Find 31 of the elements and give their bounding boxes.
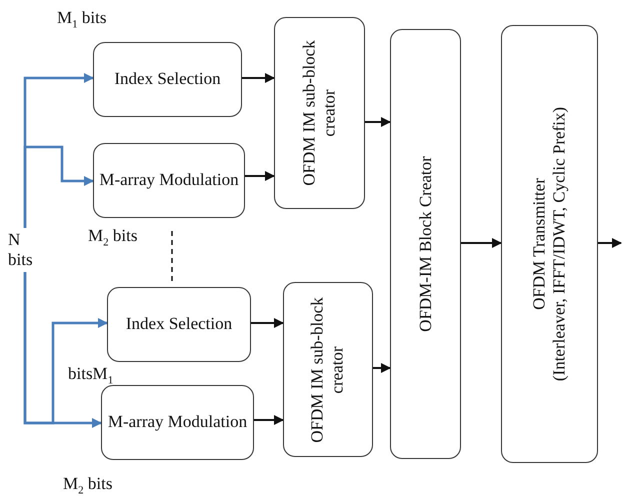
process-box [274,17,365,209]
process-box [93,42,242,117]
node-label: OFDM IM sub-block creator [308,296,348,444]
node-label: Index Selection [126,314,232,335]
process-box [101,385,254,460]
node-label: N bits [8,230,34,270]
arrow [373,363,391,373]
node-label: OFDM Transmitter [529,178,550,310]
node-label: Index Selection [114,69,221,90]
arrow [24,146,94,228]
arrow [598,238,622,248]
node-label: (Interleaver, IFFT/IDWT, Cyclic Prefix) [550,106,570,382]
process-box [107,287,251,362]
arrow [242,73,275,83]
process-box [283,282,373,457]
arrow [245,171,275,181]
node-label: OFDM IM sub-block creator [299,39,340,188]
node-label: M-array Modulation [99,170,239,191]
process-box [390,29,461,459]
bit-label: M$_{2}$ bits [88,226,138,248]
arrow [461,238,502,248]
process-box [93,143,245,218]
bit-label: M$_{1}$ bits [57,8,106,30]
bit-label: bitsM$_{1}$ [68,364,114,386]
arrow [251,318,284,328]
arrow [365,117,391,127]
arrow [254,415,284,425]
process-box [501,25,598,463]
node-label: OFDM-IM Block Creator [415,156,436,332]
node-label: M-array Modulation [108,412,248,433]
bit-label: M$_{2}$ bits [63,474,112,496]
